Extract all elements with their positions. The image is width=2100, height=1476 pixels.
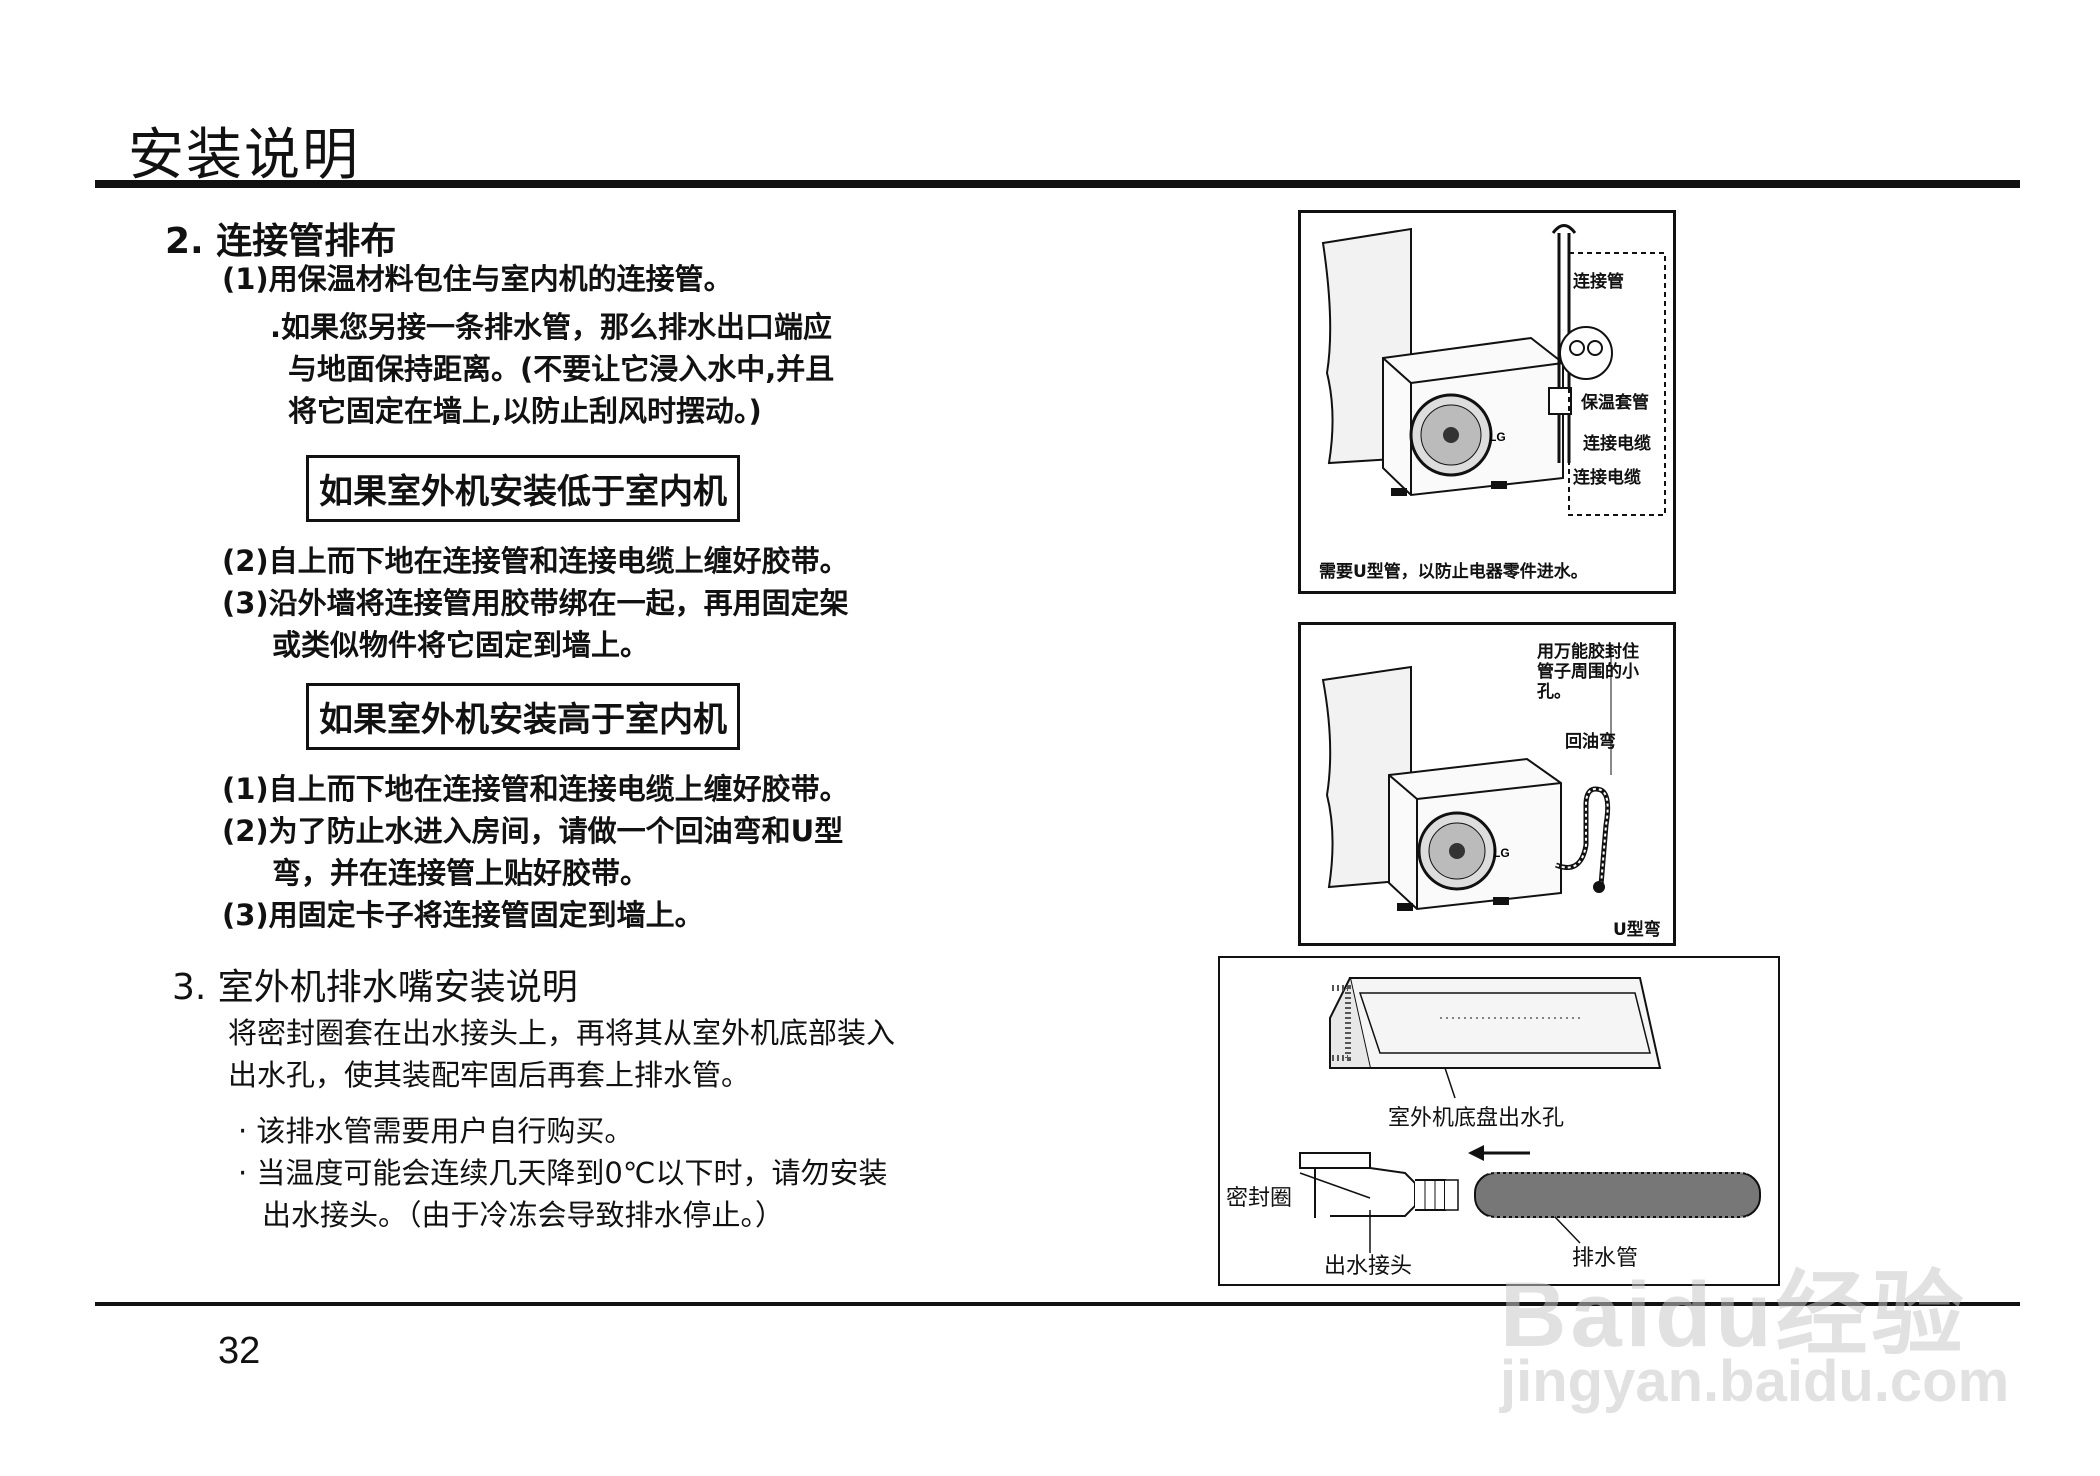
- top-rule: [95, 180, 2020, 188]
- section-3-heading: 3. 室外机排水嘴安装说明: [172, 967, 578, 1008]
- svg-text:LG: LG: [1493, 846, 1510, 860]
- box-low-heading: 如果室外机安装低于室内机: [306, 455, 740, 522]
- page-title: 安装说明: [128, 123, 360, 188]
- section-2-heading: 2. 连接管排布: [165, 221, 397, 262]
- outdoor-unit-low-illustration: LG: [1321, 224, 1666, 516]
- section-3-bullet-2-cont: 出水接头。（由于冷冻会导致排水停止。）: [262, 1198, 785, 1232]
- low-item-2: (2)自上而下地在连接管和连接电缆上缠好胶带。: [222, 544, 849, 578]
- fig3-label-seal-ring: 密封圈: [1226, 1186, 1293, 1211]
- fig1-label-cable-1: 连接电缆: [1583, 434, 1651, 454]
- high-item-3: (3)用固定卡子将连接管固定到墙上。: [222, 898, 704, 932]
- section-3-body-2: 出水孔，使其装配牢固后再套上排水管。: [228, 1058, 751, 1092]
- fig1-caption: 需要U型管，以防止电器零件进水。: [1319, 562, 1588, 582]
- fig3-label-nozzle: 出水接头: [1324, 1254, 1413, 1279]
- figure-low-install: LG 连接管 保温套管 连接电缆 连接电缆 需要U型管，以防止电器零件进水。: [1298, 210, 1676, 594]
- figure-high-install: LG 用万能胶封住 管子周围的小 孔。 回油弯 U型弯: [1298, 622, 1676, 946]
- fig1-label-pipe: 连接管: [1573, 272, 1624, 292]
- note-line-1: .如果您另接一条排水管，那么排水出口端应: [270, 310, 833, 344]
- note-line-2: 与地面保持距离。(不要让它浸入水中,并且: [288, 352, 835, 386]
- svg-text:LG: LG: [1489, 430, 1506, 444]
- page-number: 32: [218, 1330, 261, 1372]
- fig1-label-cable-2: 连接电缆: [1573, 468, 1641, 488]
- fig2-label-seal-1: 用万能胶封住: [1537, 642, 1639, 662]
- high-item-1: (1)自上而下地在连接管和连接电缆上缠好胶带。: [222, 772, 849, 806]
- box-high-heading: 如果室外机安装高于室内机: [306, 683, 740, 750]
- low-item-3: (3)沿外墙将连接管用胶带绑在一起，再用固定架: [222, 586, 849, 620]
- fig2-label-oil-trap: 回油弯: [1565, 732, 1616, 752]
- fig3-label-drain-hose: 排水管: [1572, 1246, 1639, 1271]
- section-3-bullet-2: · 当温度可能会连续几天降到0℃以下时，请勿安装: [238, 1156, 888, 1190]
- high-item-2: (2)为了防止水进入房间，请做一个回油弯和U型: [222, 814, 844, 848]
- section-3-body-1: 将密封圈套在出水接头上，再将其从室外机底部装入: [228, 1016, 896, 1050]
- fig3-label-drain-hole: 室外机底盘出水孔: [1388, 1106, 1565, 1131]
- outdoor-unit-high-illustration: LG: [1321, 645, 1612, 911]
- drain-nozzle-illustration: [1299, 977, 1761, 1253]
- note-line-3: 将它固定在墙上,以防止刮风时摆动。): [288, 394, 762, 428]
- section-2-item-1: (1)用保温材料包住与室内机的连接管。: [222, 262, 733, 296]
- watermark-url: jingyan.baidu.com: [1500, 1349, 2010, 1414]
- fig2-label-seal-2: 管子周围的小: [1537, 662, 1639, 682]
- section-3-bullet-1: · 该排水管需要用户自行购买。: [238, 1114, 634, 1148]
- fig1-label-insulation: 保温套管: [1581, 393, 1649, 413]
- low-item-3-cont: 或类似物件将它固定到墙上。: [272, 628, 650, 662]
- fig2-label-u-bend: U型弯: [1613, 920, 1661, 940]
- watermark-logo: Baidu经验: [1500, 1264, 1968, 1366]
- fig2-label-seal-3: 孔。: [1537, 682, 1571, 702]
- figure-drain-nozzle: 室外机底盘出水孔 密封圈 出水接头 排水管: [1218, 956, 1780, 1286]
- bottom-rule: [95, 1302, 2020, 1306]
- high-item-2-cont: 弯，并在连接管上贴好胶带。: [272, 856, 650, 890]
